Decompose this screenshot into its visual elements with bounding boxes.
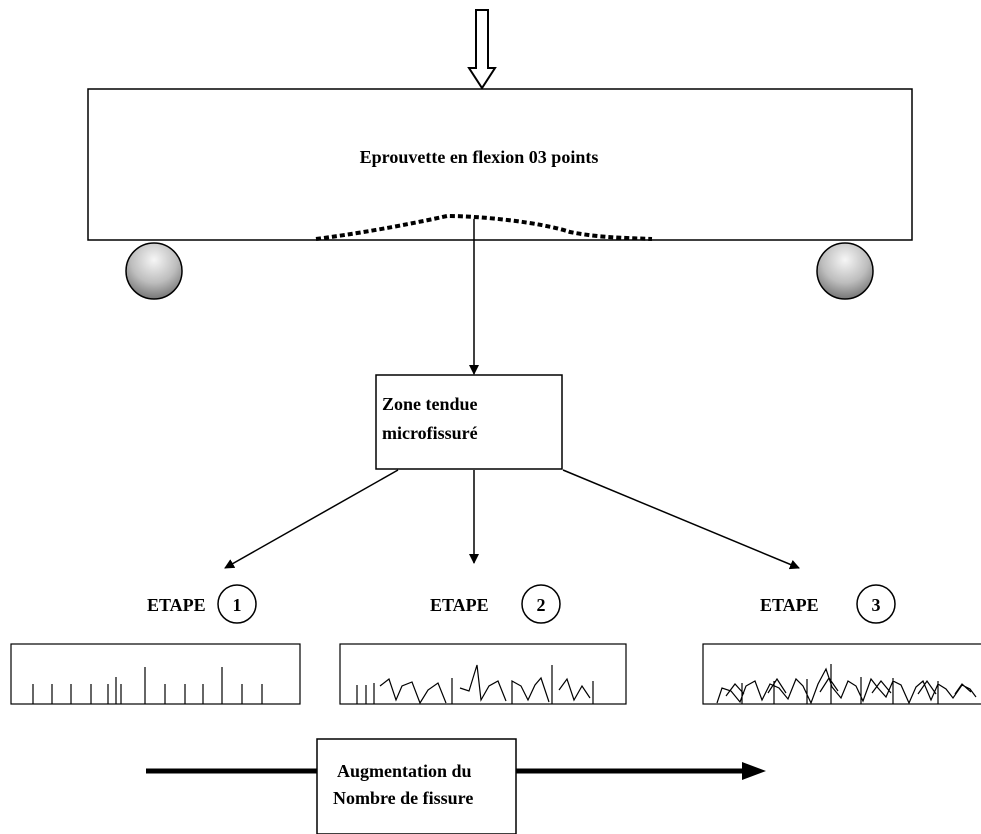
- stage-2-badge: [521, 584, 561, 624]
- left-roller-icon: [125, 242, 183, 300]
- stage-3-badge: [856, 584, 896, 624]
- crack-panel-2-cracks: [356, 664, 594, 705]
- zone-label-line1: Zone tendue: [382, 394, 478, 414]
- crack-panel-2-frame: [339, 643, 627, 705]
- stage-1: ETAPE 1: [147, 584, 257, 624]
- stage-1-badge: [217, 584, 257, 624]
- growth-box: [316, 738, 517, 834]
- crack-panel-1-cracks: [32, 667, 263, 704]
- crack-panel-3: [702, 643, 981, 705]
- crack-panel-1: [10, 643, 301, 705]
- stage-3: ETAPE 3: [760, 584, 896, 624]
- stage-1-label: ETAPE: [147, 595, 206, 615]
- stage-2: ETAPE 2: [430, 584, 561, 624]
- stage-2-label: ETAPE: [430, 595, 489, 615]
- crack-panel-1-frame: [10, 643, 301, 705]
- arrow-to-stage-3: [562, 469, 800, 570]
- stage-3-label: ETAPE: [760, 595, 819, 615]
- right-roller-icon: [816, 242, 874, 300]
- crack-panel-3-cracks: [716, 664, 977, 705]
- zone-label-line2: microfissuré: [382, 423, 478, 443]
- growth-label-line2: Nombre de fissure: [333, 788, 473, 808]
- beam-specimen: [87, 88, 913, 241]
- beam-label: Eprouvette en flexion 03 points: [360, 147, 599, 167]
- growth-arrowhead-icon: [742, 762, 766, 780]
- load-arrow-icon: [467, 9, 497, 90]
- arrow-to-stage-1: [224, 469, 399, 569]
- stage-2-number: 2: [537, 595, 546, 615]
- growth-label-line1: Augmentation du: [337, 761, 472, 781]
- crack-panel-2: [339, 643, 627, 705]
- stage-3-number: 3: [872, 595, 881, 615]
- zone-box: [375, 374, 563, 470]
- crack-profile: [315, 213, 653, 241]
- stage-1-number: 1: [233, 595, 242, 615]
